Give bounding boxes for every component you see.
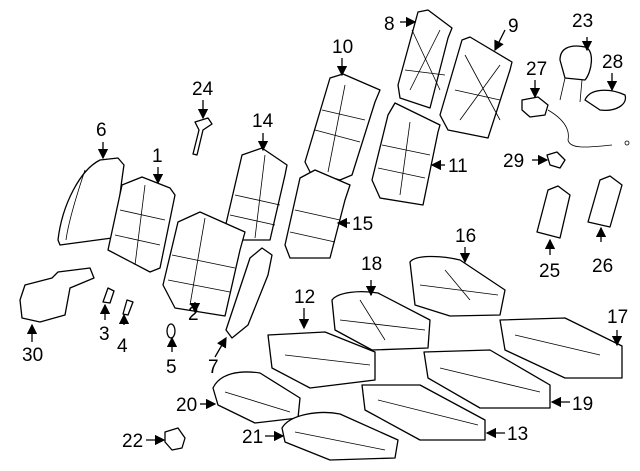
callout-20: 20 <box>176 395 197 416</box>
callout-9: 9 <box>508 16 519 37</box>
part-16-seat-cushion[interactable] <box>409 255 506 317</box>
callout-23: 23 <box>572 11 593 32</box>
callout-4: 4 <box>117 336 128 357</box>
part-9-backrest-panel[interactable] <box>439 36 513 139</box>
part-8-backrest-frame[interactable] <box>397 9 453 109</box>
callout-30: 30 <box>22 345 43 366</box>
callout-24: 24 <box>192 79 214 100</box>
callout-19: 19 <box>572 394 593 415</box>
callout-17: 17 <box>607 307 628 328</box>
callout-2: 2 <box>188 304 199 325</box>
part-20-seat-base[interactable] <box>212 371 301 424</box>
callout-18: 18 <box>361 254 382 275</box>
part-1-backrest-cover[interactable] <box>107 176 176 273</box>
part-2-backrest[interactable] <box>162 211 246 317</box>
callout-10: 10 <box>332 37 353 58</box>
callout-29: 29 <box>503 151 524 172</box>
callout-16: 16 <box>455 226 476 247</box>
part-3-pin[interactable] <box>102 287 115 304</box>
callout-11: 11 <box>448 156 468 177</box>
callout-27: 27 <box>526 59 547 80</box>
callout-22: 22 <box>122 431 143 452</box>
callout-6: 6 <box>96 120 107 141</box>
part-28-headrest-mount[interactable] <box>584 89 627 111</box>
part-7-side-panel[interactable] <box>225 247 273 339</box>
part-22-cover-cap[interactable] <box>164 427 186 451</box>
part-15-backrest-right[interactable] <box>284 169 351 259</box>
leader-arrows <box>26 16 623 446</box>
part-30-bracket[interactable] <box>19 267 95 323</box>
callout-21: 21 <box>242 427 263 448</box>
part-10-backrest-frame[interactable] <box>304 73 381 181</box>
callout-15: 15 <box>352 214 373 235</box>
part-29-clip[interactable] <box>546 151 566 169</box>
callout-3: 3 <box>99 324 110 345</box>
callout-12: 12 <box>294 287 315 308</box>
callout-25: 25 <box>539 261 560 282</box>
part-26-armrest[interactable] <box>587 175 623 228</box>
callout-14: 14 <box>252 111 274 132</box>
callout-7: 7 <box>208 357 219 378</box>
part-24-headrest-guide[interactable] <box>192 117 213 156</box>
part-14-backrest-center[interactable] <box>224 147 288 241</box>
part-11-backrest[interactable] <box>371 102 441 206</box>
callout-13: 13 <box>507 424 528 445</box>
part-25-armrest-cover[interactable] <box>536 185 571 239</box>
part-4-pin[interactable] <box>122 299 134 316</box>
callout-5: 5 <box>166 357 177 378</box>
part-5-washer[interactable] <box>166 323 176 339</box>
callout-1: 1 <box>152 146 163 167</box>
callout-28: 28 <box>602 52 623 73</box>
part-23-headrest[interactable] <box>559 45 593 103</box>
callout-26: 26 <box>592 256 613 277</box>
part-17-seat-cushion[interactable] <box>499 317 623 379</box>
part-13-seat-cushion[interactable] <box>361 384 486 441</box>
callout-8: 8 <box>384 14 395 35</box>
part-21-seat-base[interactable] <box>281 411 399 461</box>
part-12-seat-cushion[interactable] <box>267 331 376 389</box>
part-19-seat-cushion[interactable] <box>423 349 551 409</box>
